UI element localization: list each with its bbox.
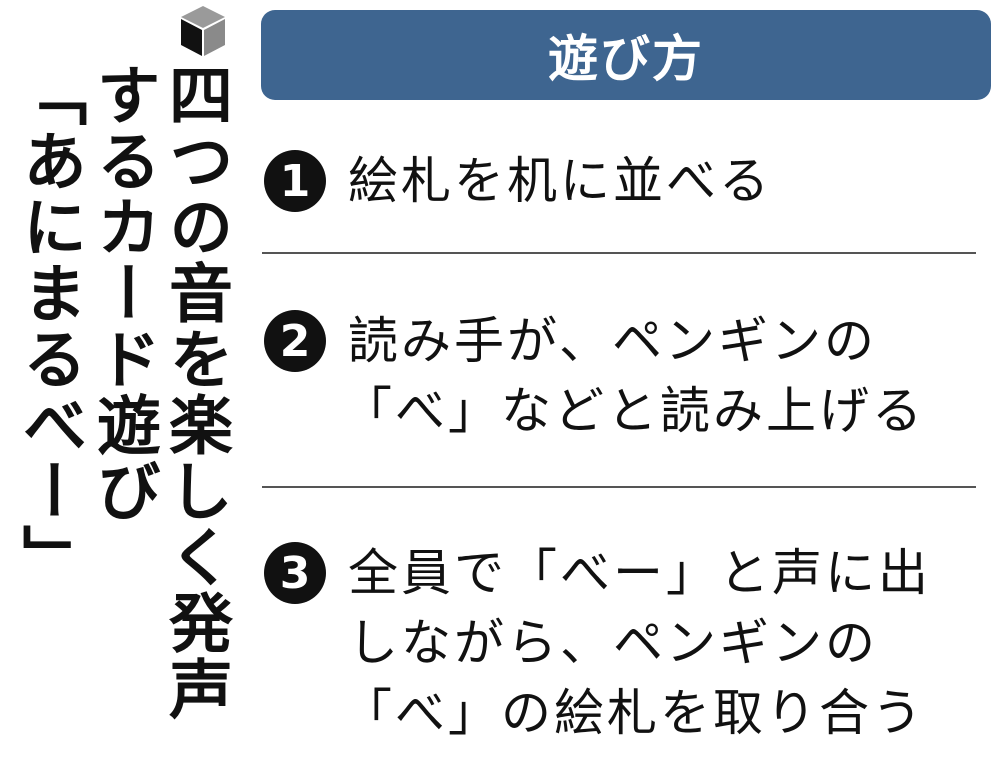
section-header: 遊び方 — [261, 10, 991, 100]
step-text-line: 「べ」などと読み上げる — [342, 382, 925, 440]
divider — [262, 486, 976, 488]
step-text-line: 全員で「べー」と声に出 — [348, 544, 931, 602]
cube-icon — [181, 6, 225, 56]
divider — [262, 252, 976, 254]
step-text-line: 「べ」の絵札を取り合う — [342, 684, 925, 742]
title-column-2: するカード遊び — [86, 62, 160, 524]
step-number-badge: 2 — [264, 310, 326, 372]
title-column-1: 四つの音を楽しく発声 — [158, 62, 232, 722]
title-column-3: 「あにまるべー」 — [12, 62, 86, 590]
step-text-line: 読み手が、ペンギンの — [348, 312, 877, 370]
step-text-line: しながら、ペンギンの — [348, 614, 878, 672]
header-label: 遊び方 — [548, 30, 704, 88]
step-number-badge: 1 — [264, 150, 326, 212]
step-number-badge: 3 — [264, 542, 326, 604]
step-text-line: 絵札を机に並べる — [348, 152, 772, 210]
